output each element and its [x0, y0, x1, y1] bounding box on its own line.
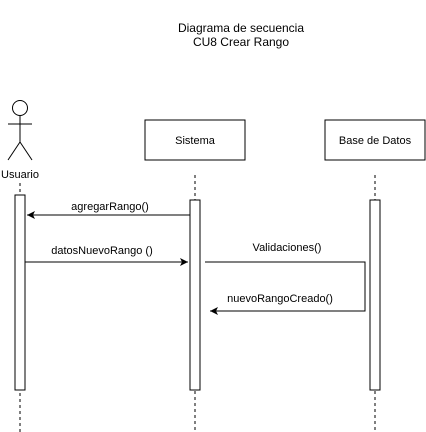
participant-box	[144, 119, 246, 161]
message-label: datosNuevoRango ()	[51, 245, 153, 257]
participant-base-de-datos[interactable]: Base de Datos	[324, 119, 426, 161]
actor-right-leg	[19, 141, 33, 161]
message-label: agregarRango()	[71, 201, 149, 213]
message-label: nuevoRangoCreado()	[227, 293, 333, 305]
actor-left-leg	[7, 141, 21, 161]
diagram-title: Diagrama de secuencia	[177, 21, 305, 35]
actor-usuario[interactable]: Usuario	[1, 100, 39, 182]
message-agregar-rango[interactable]: agregarRango()	[27, 201, 190, 219]
activation-bar-sistema	[189, 199, 201, 391]
participant-sistema[interactable]: Sistema	[144, 119, 246, 161]
message-arrow	[205, 261, 366, 315]
participant-label: Base de Datos	[339, 135, 412, 147]
participant-label: Sistema	[175, 135, 216, 147]
message-label: Validaciones()	[253, 242, 322, 254]
message-datos-nuevo-rango[interactable]: datosNuevoRango ()	[25, 245, 188, 266]
diagram-subtitle: CU8 Crear Rango	[192, 35, 290, 49]
activation-bar-usuario	[14, 194, 26, 391]
message-validaciones[interactable]: Validaciones()	[205, 242, 366, 315]
participant-box	[324, 119, 426, 161]
activation-bar-base-de-datos	[369, 199, 381, 391]
message-nuevo-rango-creado[interactable]: nuevoRangoCreado()	[227, 293, 333, 305]
actor-head-icon	[12, 100, 28, 116]
actor-label: Usuario	[1, 169, 39, 181]
